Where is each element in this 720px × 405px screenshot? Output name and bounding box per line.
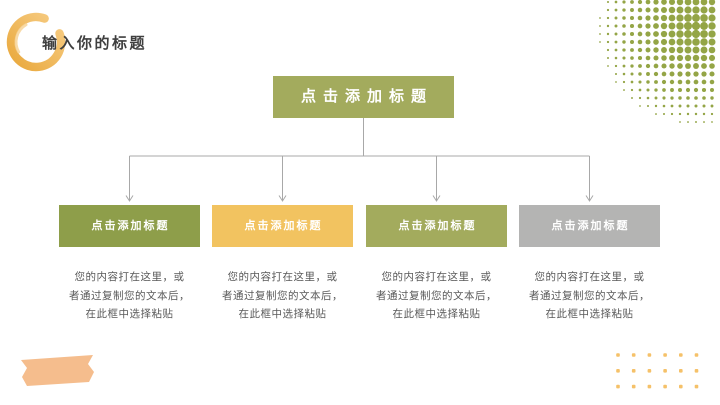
org-node-4-body[interactable]: 您的内容打在这里，或 者通过复制您的文本后， 在此框中选择粘贴 xyxy=(529,271,650,320)
brush-circle-icon xyxy=(6,12,66,72)
washi-tape-decoration xyxy=(21,355,94,386)
org-node-3-box[interactable]: 点击添加标题 xyxy=(366,205,507,247)
connector-arrow-1 xyxy=(125,156,134,202)
org-node-3-body[interactable]: 您的内容打在这里，或 者通过复制您的文本后， 在此框中选择粘贴 xyxy=(376,271,497,320)
dot-grid-decoration xyxy=(616,353,699,389)
slide-title[interactable]: 输入你的标题 xyxy=(42,35,148,52)
org-column-2: 点击添加标题 您的内容打在这里，或 者通过复制您的文本后， 在此框中选择粘贴 xyxy=(212,205,353,324)
connector-arrow-4 xyxy=(585,156,594,202)
org-node-1-box[interactable]: 点击添加标题 xyxy=(59,205,200,247)
org-node-1-body[interactable]: 您的内容打在这里，或 者通过复制您的文本后， 在此框中选择粘贴 xyxy=(69,271,190,320)
org-column-4: 点击添加标题 您的内容打在这里，或 者通过复制您的文本后， 在此框中选择粘贴 xyxy=(519,205,660,324)
org-node-4-box[interactable]: 点击添加标题 xyxy=(519,205,660,247)
org-node-2-body[interactable]: 您的内容打在这里，或 者通过复制您的文本后， 在此框中选择粘贴 xyxy=(222,271,343,320)
org-column-3: 点击添加标题 您的内容打在这里，或 者通过复制您的文本后， 在此框中选择粘贴 xyxy=(366,205,507,324)
org-column-1: 点击添加标题 您的内容打在这里，或 者通过复制您的文本后， 在此框中选择粘贴 xyxy=(59,205,200,324)
halftone-dots-decoration xyxy=(599,0,716,123)
connector-arrow-2 xyxy=(278,156,287,202)
org-node-2-box[interactable]: 点击添加标题 xyxy=(212,205,353,247)
connector-arrow-3 xyxy=(432,156,441,202)
org-root-box[interactable]: 点击添加标题 xyxy=(273,76,454,118)
